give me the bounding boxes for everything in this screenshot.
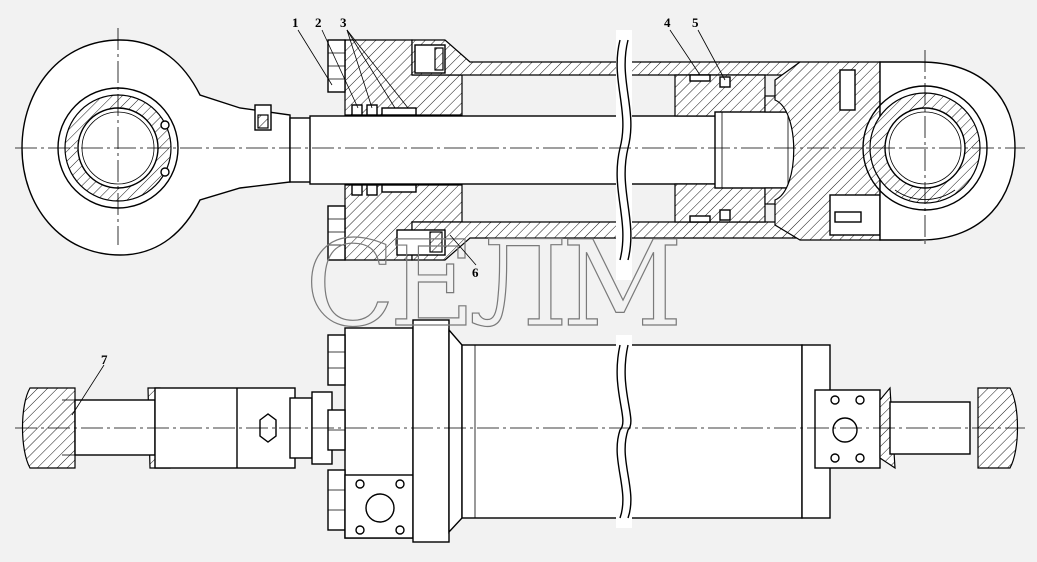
callout-6: 6 bbox=[472, 265, 479, 280]
callout-4: 4 bbox=[664, 15, 671, 30]
head-flange bbox=[412, 319, 450, 543]
callout-2: 2 bbox=[315, 15, 322, 30]
gland-bolt-bottom bbox=[327, 205, 346, 261]
callout-7: 7 bbox=[101, 352, 108, 367]
bottom-exterior-view bbox=[15, 319, 1025, 543]
left-pin bbox=[74, 399, 156, 456]
callout-5: 5 bbox=[692, 15, 699, 30]
right-fork bbox=[977, 387, 1019, 469]
leader-lines bbox=[71, 29, 726, 416]
callout-3: 3 bbox=[340, 15, 347, 30]
piston-rod bbox=[309, 115, 721, 185]
piston-nut bbox=[714, 111, 796, 189]
watermark: СЕЛМ bbox=[305, 215, 677, 353]
top-section-view bbox=[15, 28, 1025, 280]
callout-1: 1 bbox=[292, 15, 299, 30]
cylinder-tube-bottom-wall bbox=[411, 221, 809, 261]
cylinder-tube-top-wall bbox=[411, 39, 810, 76]
